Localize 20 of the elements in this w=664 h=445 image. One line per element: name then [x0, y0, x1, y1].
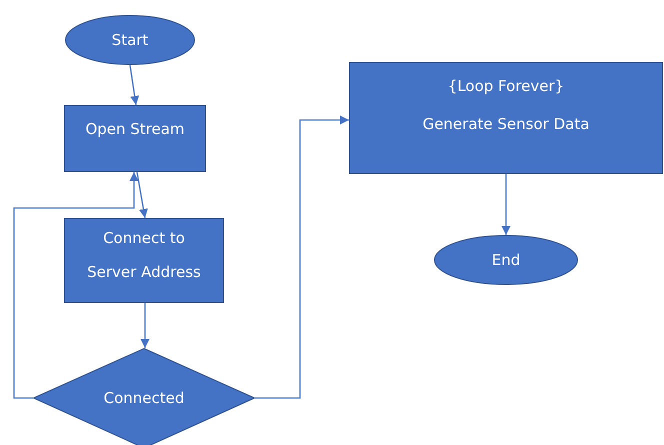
- decision-diamond: [33, 348, 255, 445]
- process-box: [349, 62, 663, 174]
- node-label: Start: [112, 31, 148, 49]
- arrow: [136, 172, 148, 218]
- node-label: Generate Sensor Data: [422, 115, 590, 133]
- node-label: Connect to: [103, 229, 185, 247]
- decision-label: Connected: [104, 389, 184, 407]
- terminal-ellipse: [65, 15, 195, 65]
- arrow: [129, 64, 140, 106]
- terminal-ellipse: [434, 235, 578, 285]
- process-box: [64, 105, 206, 172]
- arrow: [255, 116, 349, 399]
- node-label: Server Address: [87, 263, 201, 281]
- process-box: [64, 218, 224, 303]
- arrow: [13, 172, 138, 399]
- node-label: {Loop Forever}: [448, 77, 564, 95]
- node-label: End: [492, 251, 520, 269]
- arrow: [502, 174, 510, 235]
- arrow: [140, 303, 150, 348]
- node-label: Open Stream: [85, 120, 185, 138]
